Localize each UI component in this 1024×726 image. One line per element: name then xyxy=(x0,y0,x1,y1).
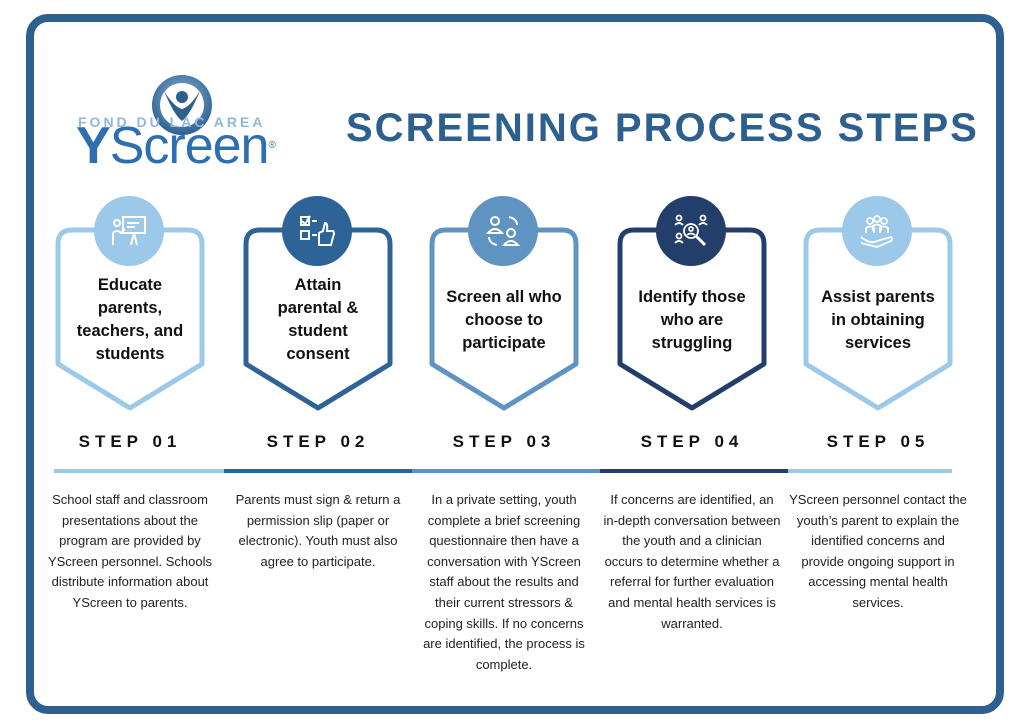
step-heading-line: Assist parents xyxy=(821,288,935,306)
step-heading-line: parents, xyxy=(97,299,163,317)
step-icon-badge xyxy=(282,196,352,266)
step-heading: Screen all who choose to participate xyxy=(438,286,570,355)
logo-wordmark: YScreen® xyxy=(76,117,276,175)
step-heading-line: students xyxy=(95,345,165,363)
step-heading-line: teachers, and xyxy=(76,322,184,340)
two-people-icon xyxy=(483,211,523,251)
step-shape xyxy=(429,227,579,411)
step-divider-bar xyxy=(412,469,600,473)
step-heading: Attain parental & student consent xyxy=(252,274,384,366)
step-heading-line: who are xyxy=(660,311,724,329)
step-description-2: Parents must sign & return a permission … xyxy=(235,492,401,569)
step-label-5: STEP 05 xyxy=(826,432,930,451)
step-icon-badge xyxy=(842,196,912,266)
step-label-1: STEP 01 xyxy=(78,432,182,451)
step-shape xyxy=(243,227,393,411)
step-heading: Assist parents in obtaining services xyxy=(812,286,944,355)
step-card-3: Screen all who choose to participate xyxy=(428,196,580,412)
step-card-4: Identify those who are struggling xyxy=(616,196,768,412)
step-card-1: Educate parents, teachers, and students xyxy=(54,196,206,412)
step-shape xyxy=(617,227,767,411)
step-divider-bar xyxy=(224,469,412,473)
logo-subtitle: FOND DU LAC AREA xyxy=(78,114,266,130)
step-label-3: STEP 03 xyxy=(452,432,556,451)
step-heading-line: choose to xyxy=(465,311,543,329)
step-card-2: Attain parental & student consent xyxy=(242,196,394,412)
step-heading-line: parental & xyxy=(277,299,359,317)
step-heading-line: services xyxy=(844,334,912,352)
step-divider-bar xyxy=(788,469,952,473)
step-description-3: In a private setting, youth complete a b… xyxy=(423,492,585,672)
step-card-5: Assist parents in obtaining services xyxy=(802,196,954,412)
search-people-icon xyxy=(671,211,711,251)
step-heading: Educate parents, teachers, and students xyxy=(64,274,196,366)
step-shape xyxy=(55,227,205,411)
step-description-4: If concerns are identified, an in-depth … xyxy=(603,492,781,631)
checklist-thumbs-up-icon xyxy=(297,211,337,251)
step-heading-line: Screen all who xyxy=(446,288,562,306)
step-label-4: STEP 04 xyxy=(640,432,744,451)
step-heading-line: Identify those xyxy=(638,288,746,306)
step-icon-badge xyxy=(94,196,164,266)
step-heading-line: consent xyxy=(286,345,350,363)
step-heading-line: Attain xyxy=(294,276,342,294)
step-heading: Identify those who are struggling xyxy=(626,286,758,355)
step-heading-line: student xyxy=(288,322,348,340)
step-icon-badge xyxy=(656,196,726,266)
step-heading-line: Educate xyxy=(97,276,163,294)
page-title: SCREENING PROCESS STEPS xyxy=(346,106,979,150)
step-divider-bar xyxy=(600,469,788,473)
step-divider-bar xyxy=(54,469,224,473)
step-shape xyxy=(803,227,953,411)
step-heading-line: in obtaining xyxy=(831,311,925,329)
step-heading-line: participate xyxy=(462,334,546,352)
group-support-icon xyxy=(857,211,897,251)
step-description-1: School staff and classroom presentations… xyxy=(47,492,213,610)
step-label-2: STEP 02 xyxy=(266,432,370,451)
step-icon-badge xyxy=(468,196,538,266)
step-description-5: YScreen personnel contact the youth’s pa… xyxy=(789,492,967,610)
yscreen-logo-icon xyxy=(152,75,212,135)
step-heading-line: struggling xyxy=(651,334,733,352)
presenter-icon xyxy=(109,211,149,251)
